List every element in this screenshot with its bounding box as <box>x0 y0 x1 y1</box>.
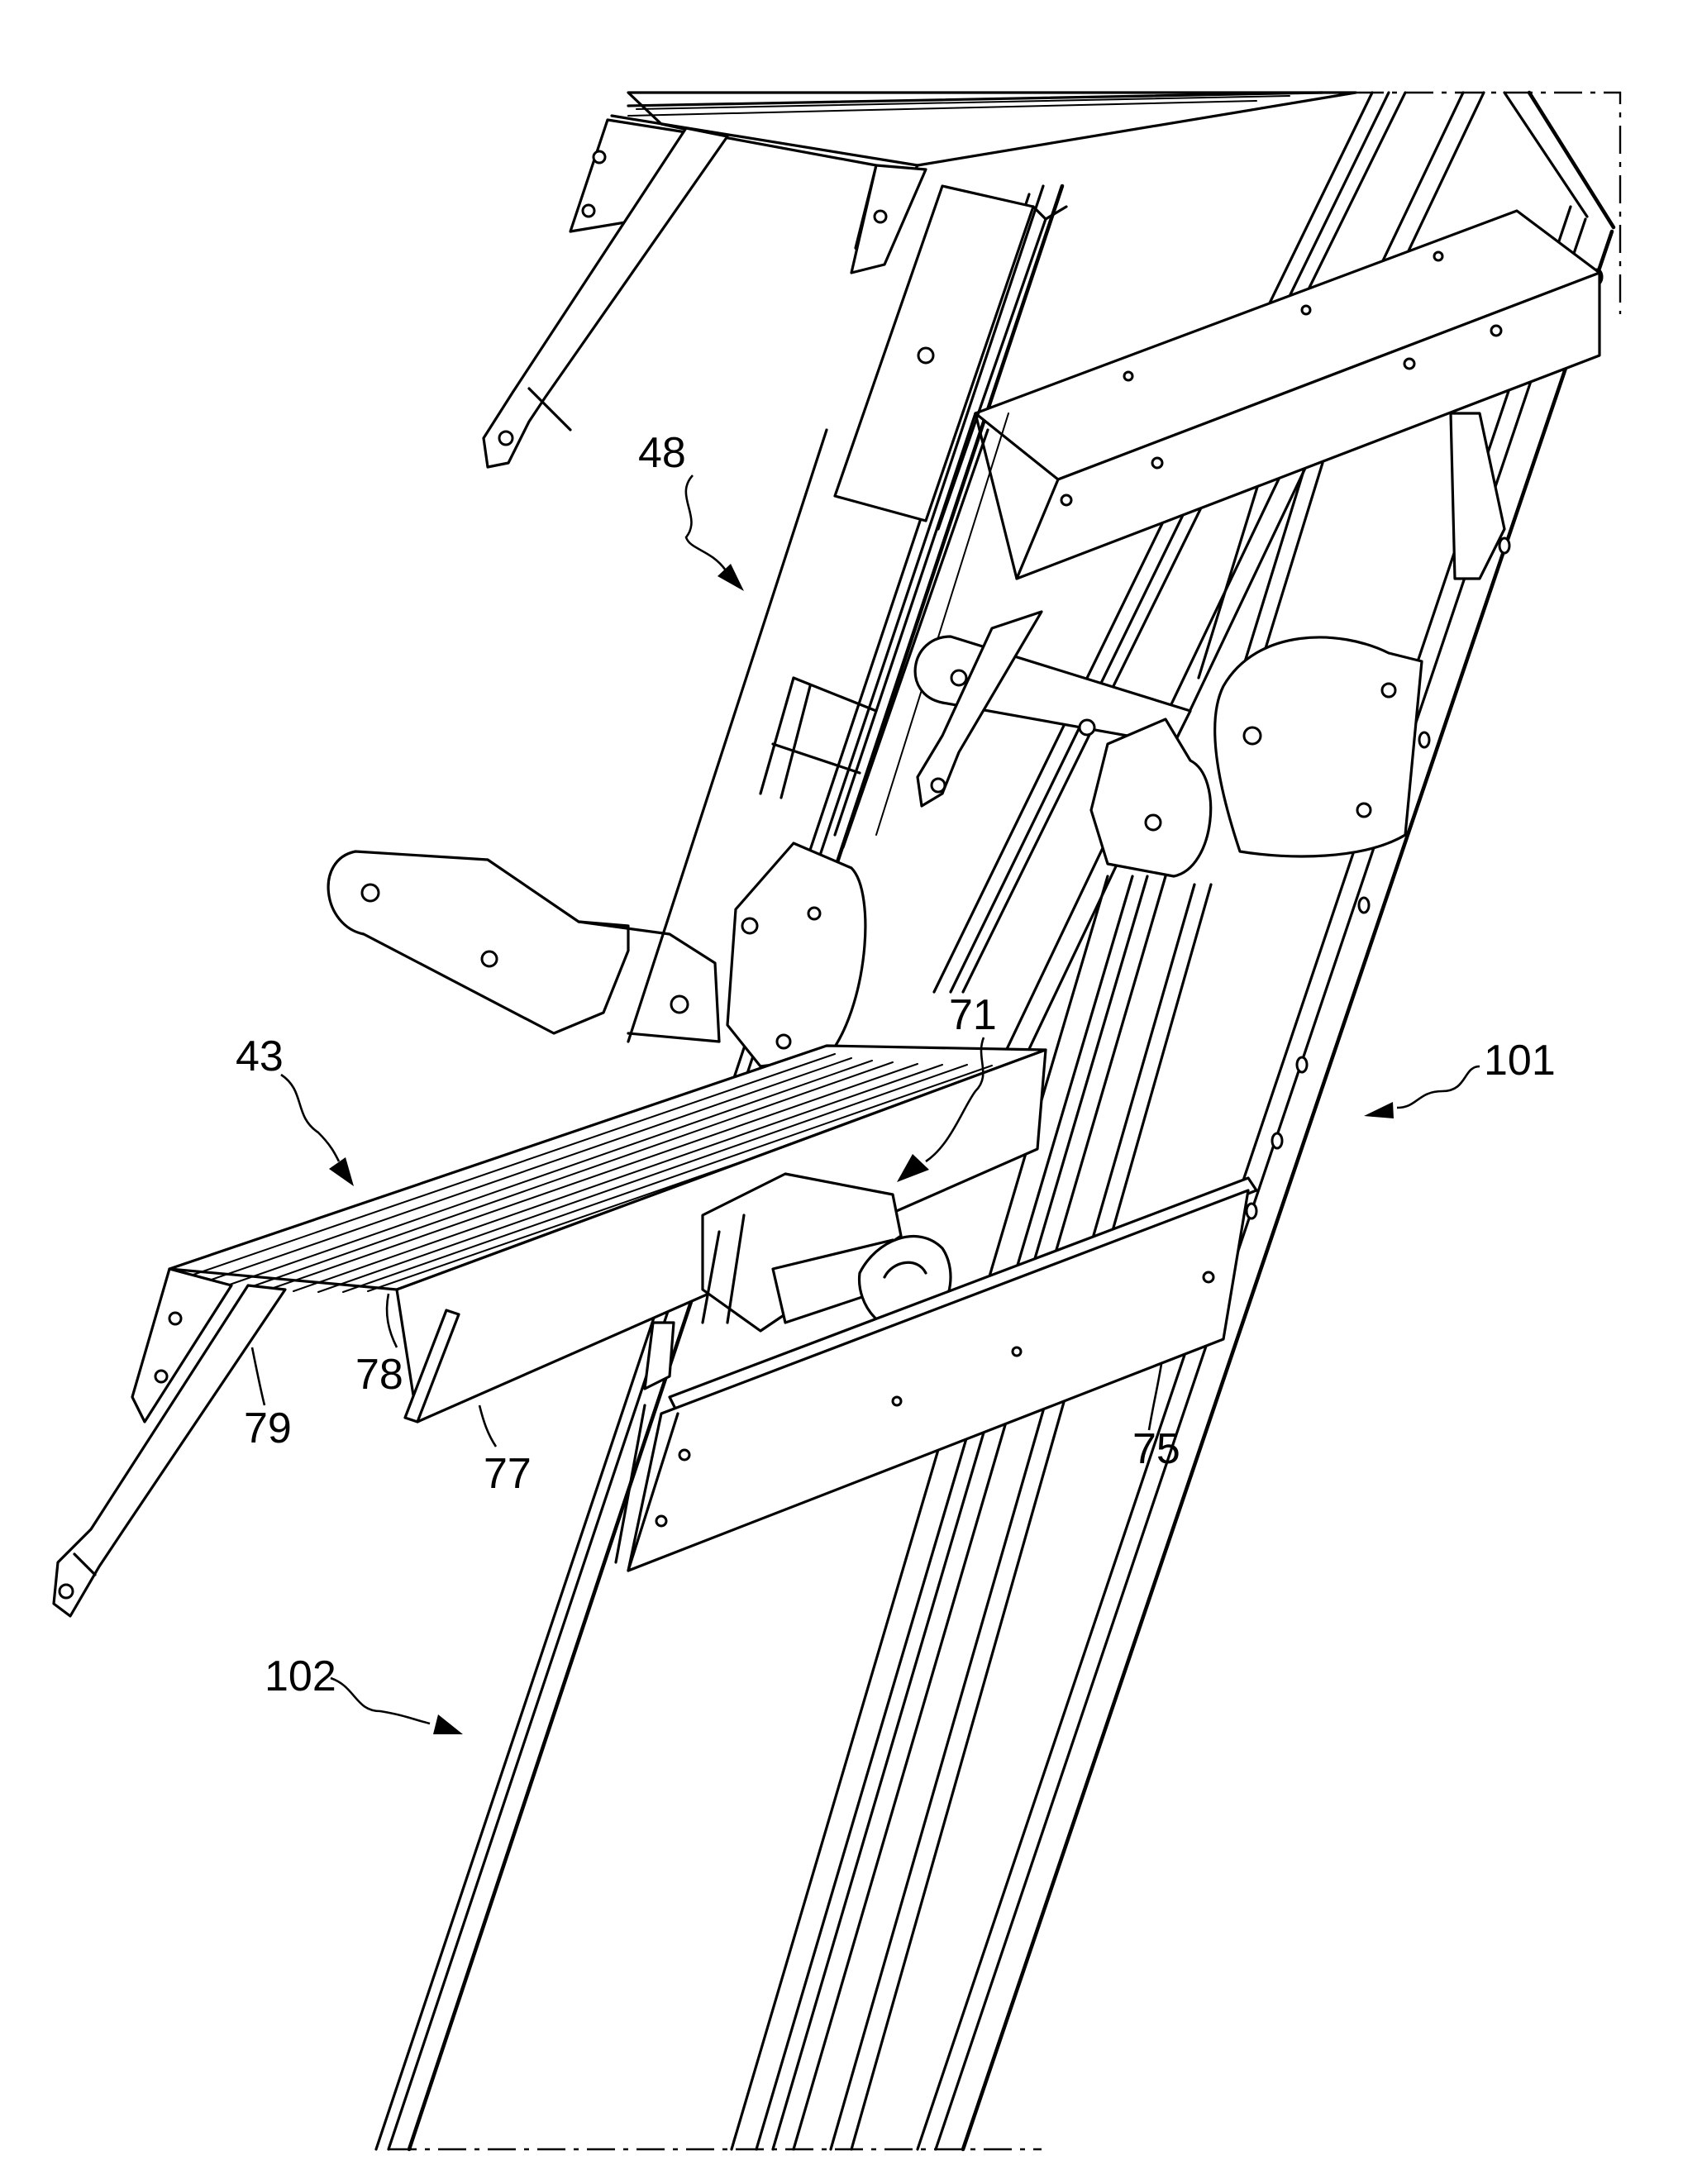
ref-71: 71 <box>949 991 997 1039</box>
ref-78: 78 <box>355 1351 403 1399</box>
ref-102: 102 <box>265 1652 336 1700</box>
ref-48: 48 <box>638 429 686 477</box>
ref-75: 75 <box>1132 1425 1180 1473</box>
arm-48 <box>760 186 1066 847</box>
ref-79: 79 <box>244 1404 292 1452</box>
lower-hinge-bracket <box>328 843 865 1066</box>
ref-101: 101 <box>1484 1037 1556 1085</box>
middle-hinge-bracket <box>915 612 1422 876</box>
ref-43: 43 <box>236 1032 284 1080</box>
ref-77: 77 <box>484 1450 532 1498</box>
